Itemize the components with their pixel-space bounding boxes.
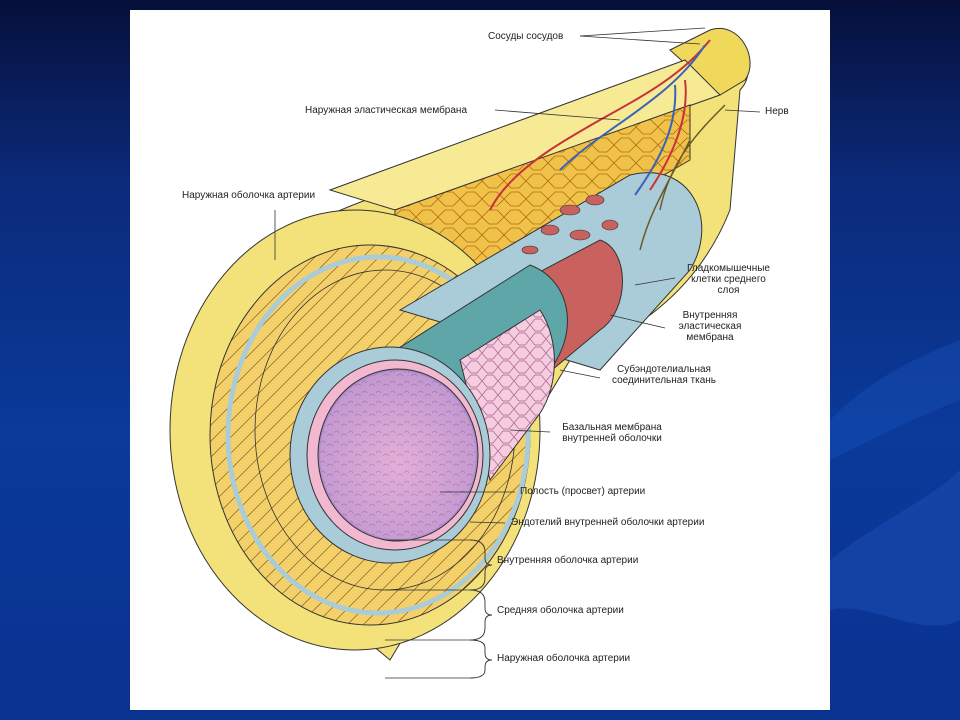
label-external-elastic-membrane: Наружная эластическая мембрана [305,105,468,116]
label-smooth-muscle-line2: клетки среднего [691,274,766,285]
lumen-texture [320,371,476,539]
label-basal-line2: внутренней оболочки [562,433,662,444]
external-elastic-ring [225,254,531,616]
label-vasa-vasorum: Сосуды сосудов [488,31,564,42]
label-subendothelial: Субэндотелиальная соединительная ткань [602,364,726,386]
elastic-fenestrae [521,194,619,255]
adventitia-top-face [328,59,721,211]
leader-lines [274,27,761,679]
label-tunica-media: Средняя оболочка артерии [497,605,624,616]
vasa-vasorum [489,39,711,211]
label-basal-membrane: Базальная мембрана внутренней оболочки [552,422,672,444]
label-internal-elastic-line1: Внутренняя [682,310,738,321]
layer-brackets [469,539,493,679]
label-tunica-externa-bottom: Наружная оболочка артерии [497,653,631,664]
label-lumen: Полость (просвет) артерии [520,486,646,497]
label-smooth-muscle: Гладкомышечные клетки среднего слоя [676,263,781,296]
label-tunica-intima: Внутренняя оболочка артерии [497,555,639,566]
artery-cross-section-diagram [169,27,761,679]
label-basal-line1: Базальная мембрана [562,422,662,433]
label-smooth-muscle-line3: слоя [717,285,740,296]
label-smooth-muscle-line1: Гладкомышечные [687,263,770,274]
label-tunica-externa-top: Наружная оболочка артерии [182,190,316,201]
label-internal-elastic-line2: эластическая [678,321,742,332]
label-internal-elastic: Внутренняя эластическая мембрана [665,310,755,343]
nerve [639,104,726,251]
label-endothelium: Эндотелий внутренней оболочки артерии [511,517,705,528]
label-subendothelial-line2: соединительная ткань [611,375,717,386]
label-nerve: Нерв [765,106,789,117]
adventitia-tip [669,27,751,96]
label-internal-elastic-line3: мембрана [686,332,734,343]
label-subendothelial-line1: Субэндотелиальная [617,364,711,375]
